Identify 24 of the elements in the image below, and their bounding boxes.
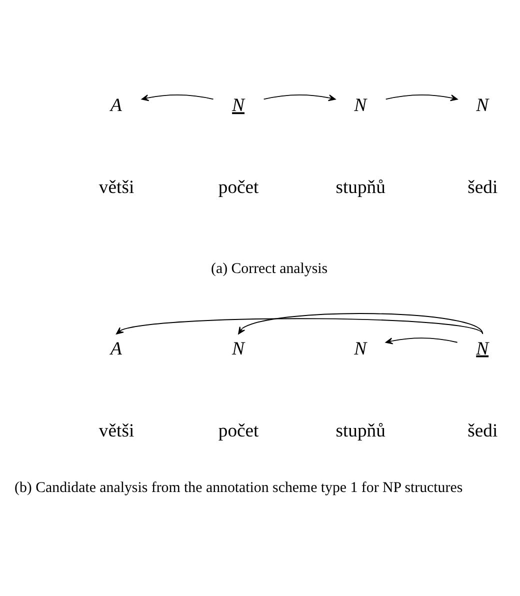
- node-text: A: [110, 95, 122, 116]
- node-label: větši: [98, 177, 134, 198]
- node-text: N: [476, 338, 489, 360]
- node-label: šedi: [468, 420, 498, 442]
- node-label: šedi: [468, 177, 498, 198]
- arrow: [263, 94, 336, 102]
- node-text: N: [476, 95, 489, 116]
- arrow: [238, 313, 484, 334]
- node-label: větši: [98, 420, 134, 442]
- node-text: A: [110, 338, 122, 360]
- arrow: [385, 338, 458, 344]
- arrow: [385, 94, 458, 102]
- arrow: [116, 318, 484, 334]
- node-label: stupňů: [336, 420, 386, 442]
- node-label: počet: [218, 177, 259, 198]
- node-label: počet: [218, 420, 259, 442]
- arrow: [141, 94, 214, 102]
- node-text: N: [354, 95, 367, 116]
- node-text: N: [232, 338, 244, 360]
- label: (a) Correct analysis: [211, 261, 328, 278]
- node-text: N: [354, 338, 367, 360]
- label: (b) Candidate analysis from the annotation scheme type 1 for NP structures: [14, 480, 463, 496]
- node-text: N: [232, 95, 244, 116]
- node-label: stupňů: [336, 177, 386, 198]
